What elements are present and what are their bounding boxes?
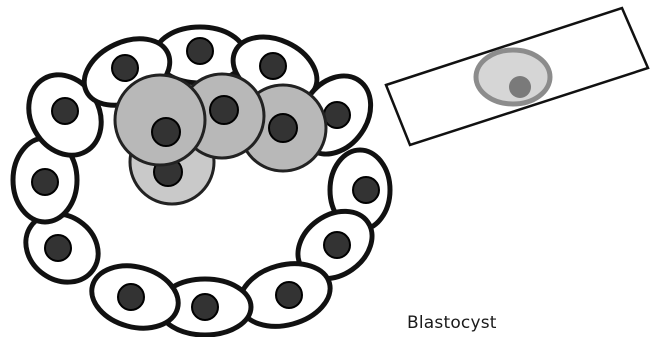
trophoblast-cell-nucleus	[51, 97, 79, 125]
trophoblast-cell-nucleus	[275, 281, 303, 309]
micropipette	[384, 6, 650, 147]
trophoblast-cell-nucleus	[323, 231, 351, 259]
trophoblast-cell-nucleus	[186, 37, 214, 65]
trophoblast-cell-nucleus	[191, 293, 219, 321]
inner-cell-mass-nucleus	[268, 113, 298, 143]
trophoblast-cell-nucleus	[44, 234, 72, 262]
trophoblast-cell	[89, 263, 181, 331]
trophoblast-cell	[237, 261, 333, 329]
trophoblast-cell	[23, 211, 101, 285]
trophoblast-cell-nucleus	[352, 176, 380, 204]
trophoblast-layer	[10, 24, 393, 337]
trophoblast-cell-nucleus	[259, 52, 287, 80]
diagram-caption: Blastocyst	[407, 313, 497, 333]
trophoblast-cell-nucleus	[323, 101, 351, 129]
inner-cell-mass	[113, 72, 328, 206]
isolated-cell	[473, 47, 553, 107]
isolated-cell-nucleus	[509, 76, 531, 98]
inner-cell-mass-nucleus	[151, 117, 181, 147]
inner-cell-mass-nucleus	[209, 95, 239, 125]
inner-cell-mass-cell	[113, 73, 207, 167]
trophoblast-cell-nucleus	[117, 283, 145, 311]
trophoblast-cell-nucleus	[111, 54, 139, 82]
trophoblast-cell	[295, 208, 375, 282]
trophoblast-cell	[26, 72, 104, 158]
trophoblast-cell-nucleus	[31, 168, 59, 196]
